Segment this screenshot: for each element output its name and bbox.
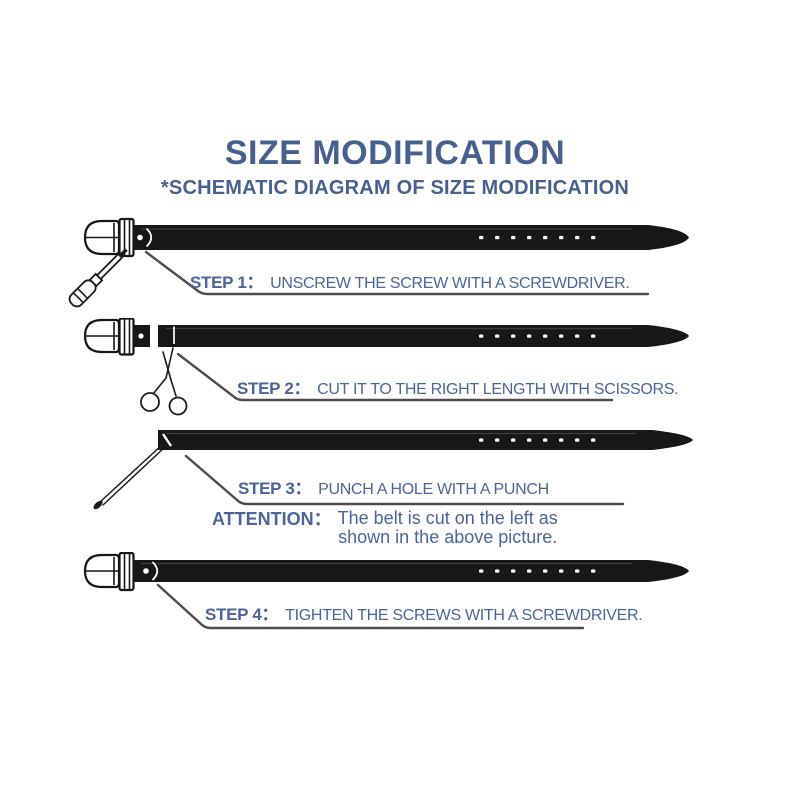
step1-text: STEP 1： UNSCREW THE SCREW WITH A SCREWDRI…	[190, 268, 630, 293]
step1-description: UNSCREW THE SCREW WITH A SCREWDRIVER.	[270, 275, 630, 292]
screw	[143, 568, 149, 574]
leader-line-step1	[144, 250, 650, 296]
belt-holes	[479, 334, 596, 338]
step3-text: STEP 3： PUNCH A HOLE WITH A PUNCH	[238, 474, 549, 499]
scissors-icon	[140, 347, 188, 416]
step2-label: STEP 2：	[237, 379, 311, 398]
leader-line-step4	[156, 583, 585, 630]
step2-text: STEP 2： CUT IT TO THE RIGHT LENGTH WITH S…	[237, 374, 679, 399]
step1-label: STEP 1：	[190, 273, 264, 292]
step4-label: STEP 4：	[205, 605, 279, 624]
step2-description: CUT IT TO THE RIGHT LENGTH WITH SCISSORS…	[317, 381, 679, 398]
leader-line-step3	[184, 454, 625, 506]
screwdriver-icon	[68, 248, 128, 308]
screw	[138, 333, 144, 339]
step3-label: STEP 3：	[238, 479, 312, 498]
attention-body: The belt is cut on the left as shown in …	[338, 509, 558, 547]
attention-note: ATTENTION： The belt is cut on the left a…	[212, 509, 558, 547]
page-subtitle: *SCHEMATIC DIAGRAM OF SIZE MODIFICATION	[160, 177, 630, 199]
attention-label: ATTENTION：	[212, 509, 332, 529]
attention-line2: shown in the above picture.	[338, 527, 558, 547]
belt-illustration-step1	[68, 217, 689, 308]
screw	[137, 234, 143, 241]
belt-illustration-step4	[83, 552, 689, 630]
belt-buckle	[83, 552, 135, 592]
belt-holes	[479, 438, 596, 442]
belt-illustration-step2	[83, 318, 689, 416]
step4-text: STEP 4： TIGHTEN THE SCREWS WITH A SCREWDR…	[205, 600, 643, 625]
belt-illustration-step3	[93, 430, 693, 510]
belt-buckle	[83, 318, 135, 356]
belt-holes	[479, 235, 596, 240]
punch-icon	[93, 443, 166, 510]
step4-description: TIGHTEN THE SCREWS WITH A SCREWDRIVER.	[285, 607, 643, 624]
belt-holes	[479, 569, 596, 573]
leader-line-step2	[176, 352, 614, 402]
attention-line1: The belt is cut on the left as	[337, 508, 558, 528]
page-title: SIZE MODIFICATION	[224, 134, 566, 172]
step3-description: PUNCH A HOLE WITH A PUNCH	[318, 481, 549, 498]
